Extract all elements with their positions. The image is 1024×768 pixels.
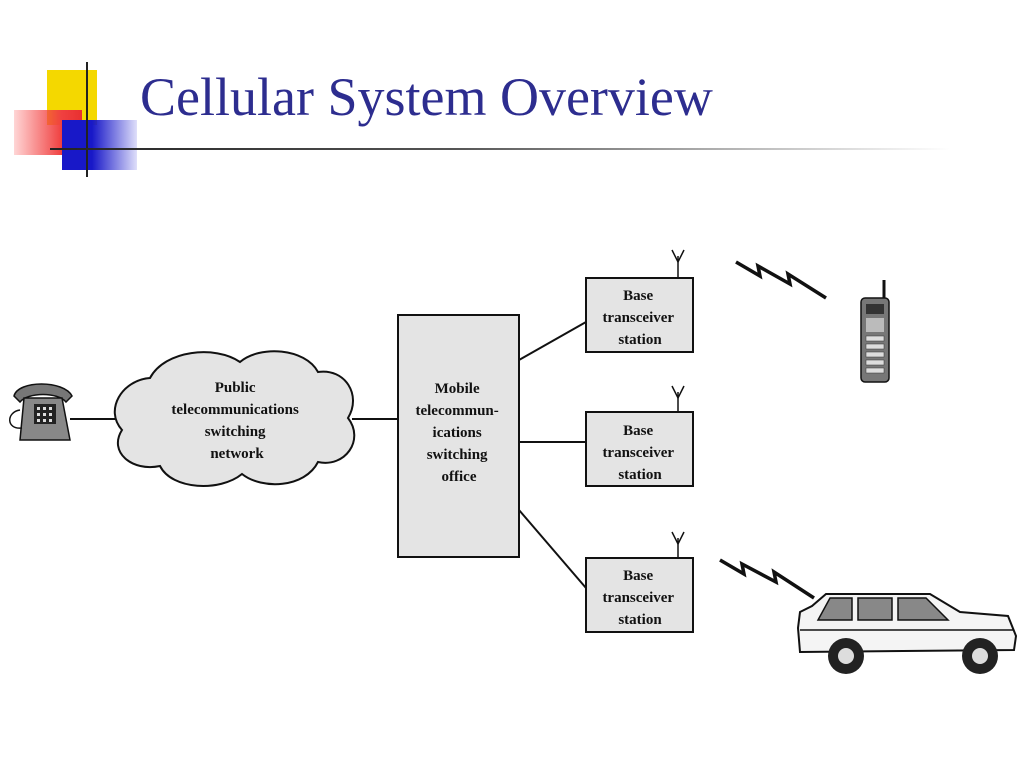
- cloud-label-line: telecommunications: [171, 402, 299, 418]
- svg-text:Base transceiver s: Base transceiver station: [602, 568, 677, 628]
- bts-label-line: Base: [623, 568, 653, 584]
- bts-label-line: station: [618, 332, 662, 348]
- bts-label-line: Base: [623, 423, 653, 439]
- car-icon: [796, 593, 1018, 674]
- bts-label-line: transceiver: [602, 445, 674, 461]
- antenna-icon: [671, 249, 685, 264]
- base-station-1: Base transceiver station: [585, 249, 694, 353]
- base-station-2: Base transceiver station: [585, 385, 694, 487]
- office-label-line: ications: [433, 425, 482, 441]
- antenna-icon: [671, 385, 685, 400]
- cloud-label-line: Public: [215, 380, 256, 396]
- svg-text:Base transceiver s: Base transceiver station: [602, 423, 677, 483]
- base-station-3: Base transceiver station: [585, 531, 694, 633]
- office-label-line: office: [442, 469, 477, 485]
- bts-label-line: transceiver: [602, 590, 674, 606]
- telephone-icon: [9, 383, 73, 441]
- bts-label-line: Base: [623, 288, 653, 304]
- radio-signal-icon: [735, 260, 827, 300]
- svg-text:Base transceiver s: Base transceiver station: [602, 288, 677, 348]
- pstn-cloud: [113, 350, 356, 487]
- radio-signal-icon: [719, 558, 815, 600]
- cloud-label-line: switching: [205, 424, 266, 440]
- switching-office-box: [397, 314, 520, 558]
- logo-blue-square: [62, 120, 137, 170]
- office-label-line: Mobile: [435, 381, 480, 397]
- office-label: Mobile telecommun- ications switching of…: [415, 381, 502, 485]
- cloud-label-line: network: [210, 446, 264, 462]
- title-underline: [50, 148, 950, 150]
- bts-label-line: transceiver: [602, 310, 674, 326]
- office-label-line: switching: [427, 447, 488, 463]
- antenna-icon: [671, 531, 685, 546]
- bts-label-line: station: [618, 612, 662, 628]
- office-label-line: telecommun-: [415, 403, 498, 419]
- office-bts3-link: [518, 509, 587, 589]
- mobile-phone-icon: [860, 280, 890, 383]
- logo-decoration: [0, 0, 140, 180]
- bts-label-line: station: [618, 467, 662, 483]
- slide-title: Cellular System Overview: [140, 67, 713, 127]
- cloud-label: Public telecommunications switching netw…: [171, 380, 302, 462]
- office-bts1-link: [518, 321, 587, 361]
- logo-vertical-line: [86, 62, 88, 177]
